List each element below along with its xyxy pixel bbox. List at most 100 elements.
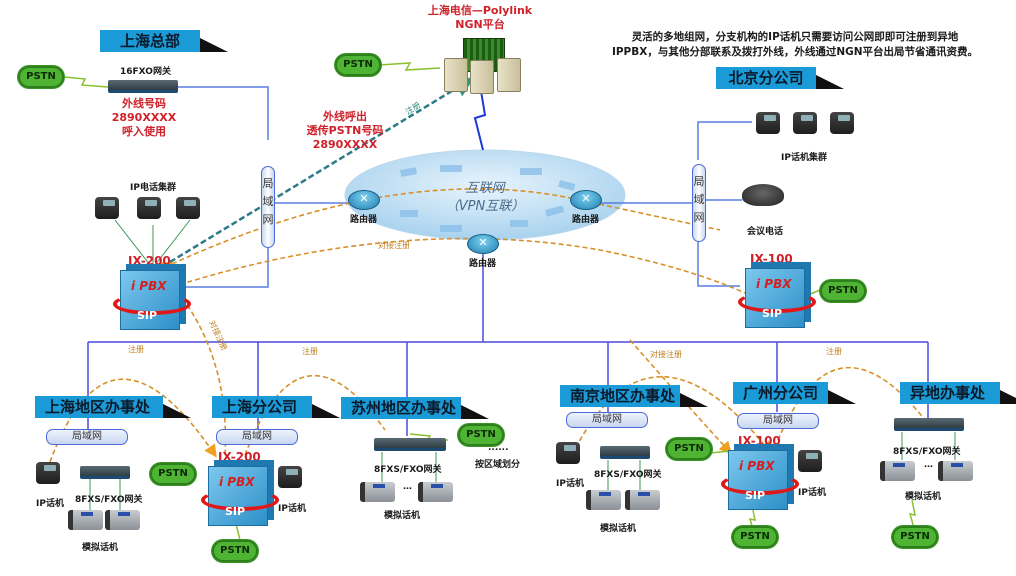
gateway-device[interactable] xyxy=(894,418,964,431)
pstn-cloud[interactable]: PSTN xyxy=(666,438,712,460)
sip-arrows-icon xyxy=(113,293,191,315)
site-banner-beijing: 北京分公司 xyxy=(716,67,844,89)
description-line-2: IPPBX，与其他分部联系及拨打外线，外线通过NGN平台出局节省通讯资费。 xyxy=(611,46,979,58)
ngn-title: 上海电信—Polylink NGN平台 xyxy=(427,4,533,31)
description: 灵活的多地组网，分支机构的IP话机只需要访问公网即即可注册到异地 IPPBX，与… xyxy=(585,30,1005,60)
ellipsis: … xyxy=(403,482,412,492)
description-line-1: 灵活的多地组网，分支机构的IP话机只需要访问公网即即可注册到异地 xyxy=(631,31,959,43)
analog-phone-icon[interactable] xyxy=(105,510,140,530)
more-indicator: ...... xyxy=(488,443,509,453)
analog-phone-icon[interactable] xyxy=(360,482,395,502)
peer-register-label: 对接注册 xyxy=(378,241,410,250)
region-note: 按区域划分 xyxy=(475,460,521,470)
gateway-device[interactable] xyxy=(600,446,650,459)
hq-ippbx[interactable]: i PBX SIP xyxy=(113,270,191,330)
hq-phones-label: IP电话集群 xyxy=(130,183,176,193)
pstn-cloud[interactable]: PSTN xyxy=(150,463,196,485)
gateway-device[interactable] xyxy=(80,466,130,479)
site-banner-branch: 苏州地区办事处 xyxy=(341,397,489,419)
site-banner-branch: 上海地区办事处 xyxy=(35,396,191,418)
router-icon xyxy=(348,190,380,210)
router-icon xyxy=(467,234,499,254)
ip-phone-label: IP话机 xyxy=(278,504,306,514)
ip-phone-icon[interactable] xyxy=(798,450,822,472)
analog-phone-label: 模拟话机 xyxy=(905,492,942,502)
router-icon xyxy=(570,190,602,210)
branch-lan: 局域网 xyxy=(216,429,298,445)
server-icon xyxy=(444,58,468,92)
pstn-cloud[interactable]: PSTN xyxy=(212,540,258,562)
server-icon xyxy=(497,58,521,92)
ellipsis: … xyxy=(924,460,933,470)
gateway-label: 8FXS/FXO网关 xyxy=(374,465,442,475)
analog-phone-icon[interactable] xyxy=(68,510,103,530)
pstn-cloud-ngn[interactable]: PSTN xyxy=(335,54,381,76)
hq-trunk-note: 外线号码 2890XXXX 呼入使用 xyxy=(111,97,177,138)
conference-phone-icon[interactable] xyxy=(742,184,784,206)
internet-label: 互联网 （VPN互联） xyxy=(445,181,525,214)
ip-phone-icon[interactable] xyxy=(556,442,580,464)
conference-phone-label: 会议电话 xyxy=(747,227,784,237)
ip-phone-icon[interactable] xyxy=(95,197,119,219)
router-label: 路由器 xyxy=(469,259,497,269)
gateway-device[interactable] xyxy=(374,438,446,451)
analog-phone-label: 模拟话机 xyxy=(82,543,119,553)
router-label: 路由器 xyxy=(350,215,378,225)
branch-ippbx[interactable]: i PBX SIP xyxy=(721,450,799,510)
sip-arrows-icon xyxy=(721,473,799,495)
ip-phone-icon[interactable] xyxy=(793,112,817,134)
branch-lan: 局域网 xyxy=(737,413,819,429)
ip-phone-icon[interactable] xyxy=(830,112,854,134)
sip-arrows-icon xyxy=(201,489,279,511)
hq-pbx-model: IX-200 xyxy=(128,254,171,268)
peer-register-label: 对接注册 xyxy=(650,350,682,359)
branch-pbx-model: IX-100 xyxy=(738,434,781,448)
ip-phone-label: IP话机 xyxy=(556,479,584,489)
pstn-cloud[interactable]: PSTN xyxy=(732,526,778,548)
hq-gateway-label: 16FXO网关 xyxy=(120,67,171,77)
site-banner-hq: 上海总部 xyxy=(100,30,228,52)
ip-phone-icon[interactable] xyxy=(278,466,302,488)
register-label: 注册 xyxy=(302,347,318,356)
ip-phone-icon[interactable] xyxy=(137,197,161,219)
pstn-cloud-beijing[interactable]: PSTN xyxy=(820,280,866,302)
branch-lan: 局域网 xyxy=(46,429,128,445)
hq-lan: 局域网 xyxy=(261,166,275,248)
branch-ippbx[interactable]: i PBX SIP xyxy=(201,466,279,526)
beijing-ippbx[interactable]: i PBX SIP xyxy=(738,268,816,328)
pstn-cloud[interactable]: PSTN xyxy=(892,526,938,548)
pstn-cloud[interactable]: PSTN xyxy=(458,424,504,446)
outbound-note: 外线呼出 透传PSTN号码 2890XXXX xyxy=(306,110,384,151)
site-banner-branch: 广州分公司 xyxy=(733,382,856,404)
router-label: 路由器 xyxy=(572,215,600,225)
analog-phone-icon[interactable] xyxy=(938,461,973,481)
beijing-phones-label: IP话机集群 xyxy=(781,153,827,163)
pstn-cloud-hq[interactable]: PSTN xyxy=(18,66,64,88)
analog-phone-icon[interactable] xyxy=(625,490,660,510)
sip-arrows-icon xyxy=(738,291,816,313)
server-icon xyxy=(470,60,494,94)
site-banner-branch: 南京地区办事处 xyxy=(560,385,708,407)
gateway-label: 8FXS/FXO网关 xyxy=(75,495,143,505)
site-banner-branch: 异地办事处 xyxy=(900,382,1016,404)
beijing-pbx-model: IX-100 xyxy=(750,252,793,266)
hq-gateway-device[interactable] xyxy=(108,80,178,93)
site-banner-branch: 上海分公司 xyxy=(212,396,340,418)
ip-phone-icon[interactable] xyxy=(36,462,60,484)
ip-phone-icon[interactable] xyxy=(176,197,200,219)
gateway-label: 8FXS/FXO网关 xyxy=(594,470,662,480)
beijing-lan: 局域网 xyxy=(692,164,706,242)
analog-phone-label: 模拟话机 xyxy=(600,524,637,534)
register-label: 注册 xyxy=(128,345,144,354)
ip-phone-label: IP话机 xyxy=(36,499,64,509)
ip-phone-icon[interactable] xyxy=(756,112,780,134)
gateway-label: 8FXS/FXO网关 xyxy=(893,447,961,457)
branch-lan: 局域网 xyxy=(566,412,648,428)
analog-phone-icon[interactable] xyxy=(880,461,915,481)
ip-phone-label: IP话机 xyxy=(798,488,826,498)
analog-phone-icon[interactable] xyxy=(586,490,621,510)
analog-phone-icon[interactable] xyxy=(418,482,453,502)
analog-phone-label: 模拟话机 xyxy=(384,511,421,521)
register-label: 注册 xyxy=(826,347,842,356)
